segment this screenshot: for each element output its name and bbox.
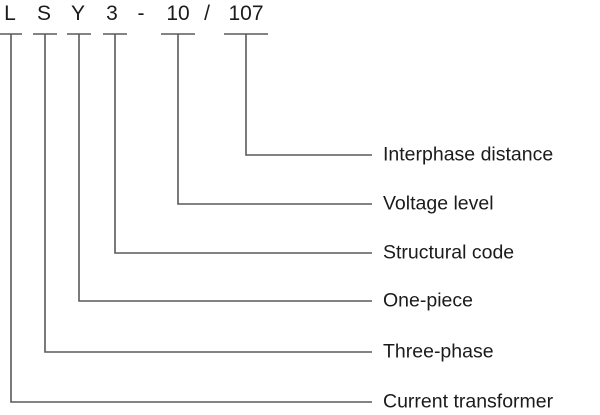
- leader-line-0: [224, 33, 372, 156]
- leader-line-1: [161, 33, 372, 205]
- callout-label-0: Interphase distance: [383, 143, 554, 166]
- callout-label-1: Voltage level: [383, 192, 494, 215]
- code-segment-2: Y: [70, 2, 86, 25]
- code-segment-3: 3: [106, 2, 118, 25]
- code-segment-4: -: [137, 2, 145, 25]
- code-segment-6: /: [204, 2, 210, 25]
- code-segment-0: L: [4, 2, 16, 25]
- callout-label-3: One-piece: [383, 289, 473, 312]
- callout-label-4: Three-phase: [383, 340, 494, 363]
- leader-line-4: [33, 33, 372, 353]
- callout-label-5: Current transformer: [383, 390, 554, 413]
- code-segment-7: 107: [228, 2, 264, 25]
- code-segment-5: 10: [166, 2, 190, 25]
- leader-line-3: [67, 33, 372, 302]
- leader-line-2: [103, 33, 372, 254]
- leader-line-5: [0, 33, 372, 403]
- code-segment-1: S: [36, 2, 52, 25]
- callout-label-2: Structural code: [383, 241, 515, 264]
